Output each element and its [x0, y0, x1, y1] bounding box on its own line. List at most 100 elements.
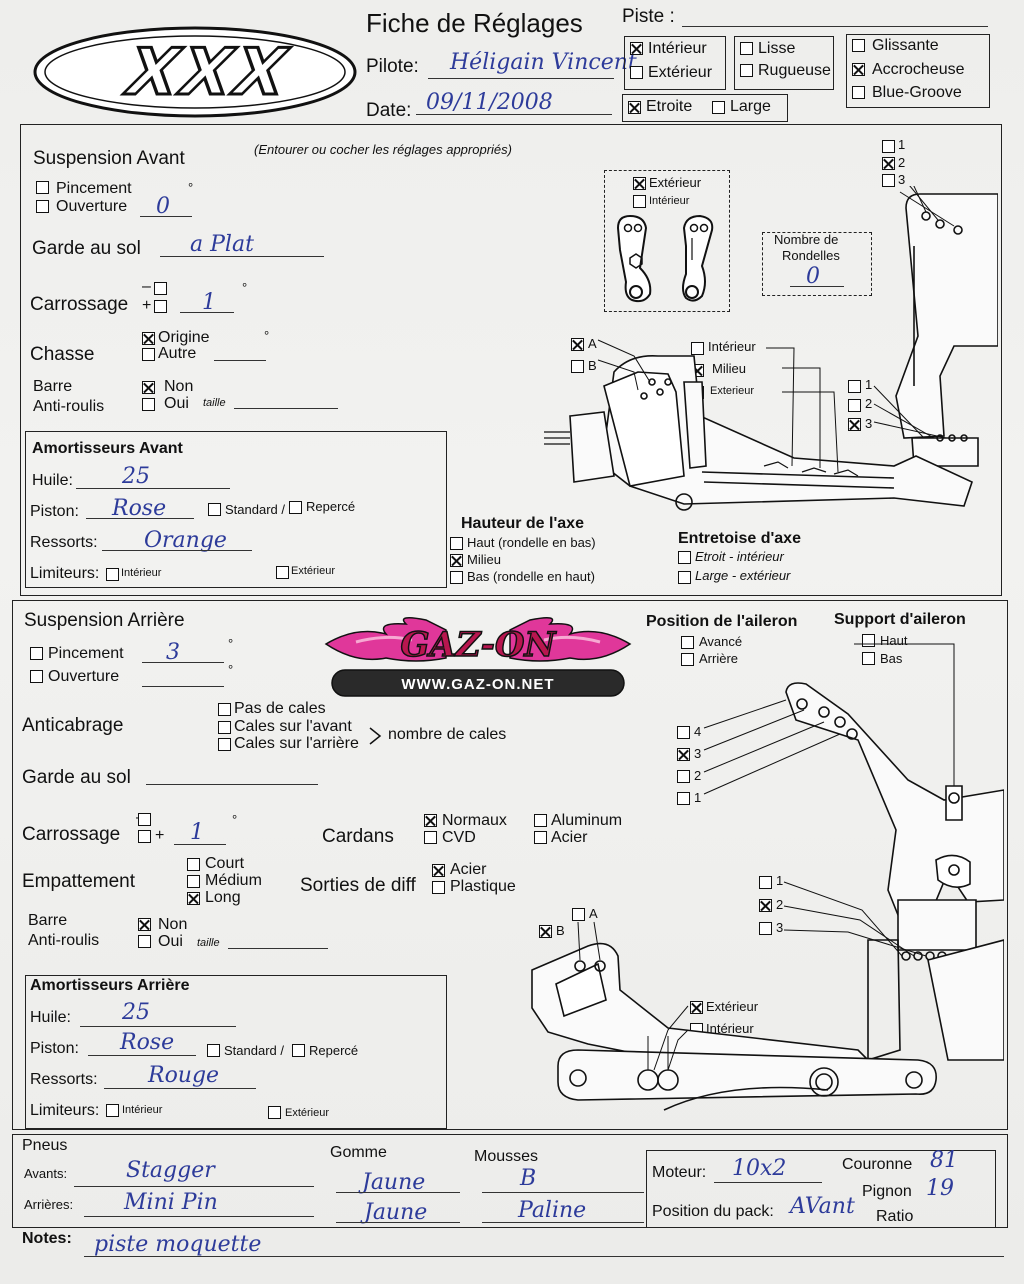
checkbox-large[interactable] — [712, 101, 725, 114]
checkbox-rear-pos-a[interactable] — [572, 908, 585, 921]
checkbox-front-tower-3[interactable] — [882, 174, 895, 187]
ratio-label: Ratio — [876, 1208, 914, 1225]
checkbox-glissante[interactable] — [852, 39, 865, 52]
checkbox-hauteur-haut[interactable] — [450, 537, 463, 550]
checkbox-front-barre-non[interactable] — [142, 381, 155, 394]
front-piston-value[interactable]: Rose — [112, 496, 167, 521]
rear-ressorts-value[interactable]: Rouge — [148, 1063, 220, 1088]
checkbox-rear-barre-oui[interactable] — [138, 935, 151, 948]
checkbox-entretoise-etroit[interactable] — [678, 551, 691, 564]
checkbox-empattement-long[interactable] — [187, 892, 200, 905]
checkbox-front-mount-2[interactable] — [848, 399, 861, 412]
checkbox-front-standard[interactable] — [208, 503, 221, 516]
checkbox-front-limiteurs-ext[interactable] — [276, 566, 289, 579]
checkbox-front-mount-3[interactable] — [848, 418, 861, 431]
checkbox-accrocheuse[interactable] — [852, 63, 865, 76]
checkbox-blue-groove[interactable] — [852, 86, 865, 99]
checkbox-etroite[interactable] — [628, 101, 641, 114]
checkbox-rear-mount-3[interactable] — [759, 922, 772, 935]
date-value[interactable]: 09/11/2008 — [426, 90, 553, 115]
front-ressorts-value[interactable]: Orange — [144, 528, 227, 553]
checkbox-rear-standard[interactable] — [207, 1044, 220, 1057]
notes-value[interactable]: piste moquette — [94, 1232, 262, 1257]
checkbox-arm-interieur[interactable] — [633, 195, 646, 208]
checkbox-rear-mount-1[interactable] — [759, 876, 772, 889]
checkbox-lisse[interactable] — [740, 42, 753, 55]
checkbox-rear-mount-2[interactable] — [759, 899, 772, 912]
checkbox-interieur[interactable] — [630, 42, 643, 55]
checkbox-arm-exterieur[interactable] — [633, 177, 646, 190]
checkbox-front-pos-b[interactable] — [571, 360, 584, 373]
checkbox-entretoise-large[interactable] — [678, 571, 691, 584]
checkbox-front-pos-a[interactable] — [571, 338, 584, 351]
checkbox-rear-carrossage-plus[interactable] — [138, 830, 151, 843]
checkbox-rear-tower-4[interactable] — [677, 726, 690, 739]
checkbox-empattement-medium[interactable] — [187, 875, 200, 888]
checkbox-exterieur[interactable] — [630, 66, 643, 79]
checkbox-front-carrossage-plus[interactable] — [154, 300, 167, 313]
pignon-value[interactable]: 19 — [926, 1176, 954, 1201]
front-shocks-title: Amortisseurs Avant — [32, 440, 183, 457]
checkbox-support-bas[interactable] — [862, 652, 875, 665]
checkbox-rear-tower-3[interactable] — [677, 748, 690, 761]
rondelles-value[interactable]: 0 — [806, 264, 820, 289]
arrieres-mousse[interactable]: Paline — [518, 1198, 587, 1223]
avants-pneu[interactable]: Stagger — [126, 1158, 215, 1183]
checkbox-rear-ouverture[interactable] — [30, 670, 43, 683]
avants-mousse[interactable]: B — [520, 1166, 537, 1191]
checkbox-rugueuse[interactable] — [740, 64, 753, 77]
checkbox-rear-tower-2[interactable] — [677, 770, 690, 783]
rear-huile-value[interactable]: 25 — [122, 1000, 150, 1025]
checkbox-front-pincement[interactable] — [36, 181, 49, 194]
pack-value[interactable]: AVant — [790, 1194, 855, 1219]
checkbox-cales-arriere[interactable] — [218, 738, 231, 751]
checkbox-rear-pincement[interactable] — [30, 647, 43, 660]
rear-piston-value[interactable]: Rose — [120, 1030, 175, 1055]
checkbox-rear-arm-exterieur[interactable] — [690, 1001, 703, 1014]
front-carrossage-value[interactable]: 1 — [202, 290, 216, 315]
checkbox-rear-tower-1[interactable] — [677, 792, 690, 805]
checkbox-hauteur-bas[interactable] — [450, 571, 463, 584]
avants-gomme[interactable]: Jaune — [362, 1170, 426, 1195]
checkbox-cardans-acier[interactable] — [534, 831, 547, 844]
front-ouverture-value[interactable]: 0 — [156, 194, 170, 219]
checkbox-empattement-court[interactable] — [187, 858, 200, 871]
checkbox-aileron-avance[interactable] — [681, 636, 694, 649]
rear-pincement-value[interactable]: 3 — [166, 640, 180, 665]
checkbox-front-tower-1[interactable] — [882, 140, 895, 153]
checkbox-front-mount-1[interactable] — [848, 380, 861, 393]
checkbox-front-barre-oui[interactable] — [142, 398, 155, 411]
checkbox-chasse-origine[interactable] — [142, 332, 155, 345]
checkbox-front-ouverture[interactable] — [36, 200, 49, 213]
piste-line[interactable] — [682, 26, 988, 27]
checkbox-front-limiteurs-int[interactable] — [106, 568, 119, 581]
checkbox-link-interieur[interactable] — [691, 342, 704, 355]
couronne-value[interactable]: 81 — [930, 1148, 958, 1173]
checkbox-aileron-arriere[interactable] — [681, 653, 694, 666]
checkbox-rear-reperce[interactable] — [292, 1044, 305, 1057]
checkbox-rear-barre-non[interactable] — [138, 918, 151, 931]
checkbox-rear-limiteurs-int[interactable] — [106, 1104, 119, 1117]
checkbox-sorties-acier[interactable] — [432, 864, 445, 877]
checkbox-chasse-autre[interactable] — [142, 348, 155, 361]
checkbox-hauteur-milieu[interactable] — [450, 554, 463, 567]
checkbox-rear-limiteurs-ext[interactable] — [268, 1106, 281, 1119]
checkbox-cardans-normaux[interactable] — [424, 814, 437, 827]
checkbox-sorties-plastique[interactable] — [432, 881, 445, 894]
checkbox-rear-pos-b[interactable] — [539, 925, 552, 938]
front-garde-value[interactable]: a Plat — [190, 232, 254, 257]
arrieres-pneu[interactable]: Mini Pin — [124, 1190, 218, 1215]
checkbox-rear-carrossage-minus[interactable] — [138, 813, 151, 826]
arrieres-gomme[interactable]: Jaune — [364, 1200, 428, 1225]
front-huile-value[interactable]: 25 — [122, 464, 150, 489]
checkbox-front-tower-2[interactable] — [882, 157, 895, 170]
checkbox-cales-avant[interactable] — [218, 721, 231, 734]
checkbox-cardans-cvd[interactable] — [424, 831, 437, 844]
pilote-value[interactable]: Héligain Vincent — [450, 50, 637, 75]
checkbox-front-reperce[interactable] — [289, 501, 302, 514]
checkbox-cardans-aluminum[interactable] — [534, 814, 547, 827]
rear-carrossage-value[interactable]: 1 — [190, 820, 204, 845]
checkbox-front-carrossage-minus[interactable] — [154, 282, 167, 295]
checkbox-pas-de-cales[interactable] — [218, 703, 231, 716]
moteur-value[interactable]: 10x2 — [732, 1156, 787, 1181]
